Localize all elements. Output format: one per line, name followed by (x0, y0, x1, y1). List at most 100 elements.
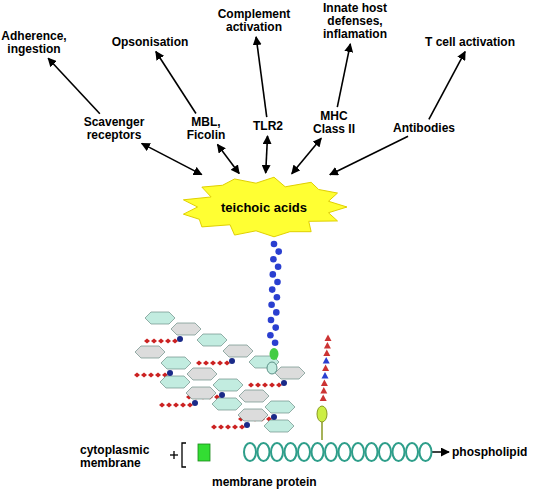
teichoic-unit (269, 286, 276, 293)
teichoic-unit (322, 365, 329, 372)
sugar-symbol (212, 398, 242, 410)
peptide-symbol (210, 361, 216, 366)
sugar-symbol (197, 334, 227, 346)
sugar-symbol (145, 312, 175, 324)
teichoic-unit (274, 294, 281, 301)
sugar-symbol (275, 367, 305, 379)
text-node: Scavenger receptors (77, 116, 151, 142)
part-label: phospholipid (452, 446, 527, 459)
sugar-symbol (135, 346, 165, 358)
text-node: Opsonisation (112, 36, 189, 49)
peptide-symbol (180, 403, 186, 408)
peptide-symbol (203, 361, 209, 366)
node-text: MBL, Ficolin (179, 116, 233, 142)
text-node: Antibodies (393, 122, 455, 135)
anchor-unit (317, 406, 327, 422)
phospholipid-symbol (406, 443, 418, 461)
peptide-symbol (232, 425, 238, 430)
node-text: Complement activation (211, 8, 297, 34)
sugar-symbol (187, 368, 217, 380)
peptide-symbol (166, 403, 172, 408)
node-text: TLR2 (253, 120, 283, 133)
leader-arrow (432, 451, 449, 453)
teichoic-unit (271, 241, 278, 248)
linkage-unit (270, 348, 279, 360)
phospholipid-symbol (285, 443, 297, 461)
peptide-symbol (269, 383, 275, 388)
peptide-symbol (144, 339, 150, 344)
sugar-symbol (161, 357, 191, 369)
teichoic-unit (323, 350, 330, 357)
phospholipid-symbol (420, 443, 432, 461)
teichoic-unit (275, 264, 282, 271)
text-node: Adherence, ingestion (0, 30, 70, 56)
connector-arrow (156, 52, 196, 114)
node-text: MHC Class II (308, 110, 360, 136)
membrane-protein-symbol (198, 444, 210, 461)
sugar-symbol (160, 376, 190, 388)
text-node: MHC Class II (308, 110, 360, 136)
teichoic-unit (272, 340, 279, 347)
node-text: Antibodies (393, 122, 455, 135)
sugar-symbol (239, 390, 269, 402)
teichoic-unit (272, 324, 279, 331)
sugar-symbol (186, 387, 216, 399)
phospholipid-symbol (339, 443, 351, 461)
sugar-symbol (171, 323, 201, 335)
peptide-symbol (173, 403, 179, 408)
phospholipid-symbol (258, 443, 270, 461)
peptide-symbol (211, 425, 217, 430)
teichoic-unit (267, 332, 274, 339)
linker-symbol (219, 392, 225, 398)
linker-symbol (167, 370, 173, 376)
connector-arrow (256, 37, 267, 117)
peptide-symbol (218, 425, 224, 430)
phospholipid-symbol (244, 443, 256, 461)
teichoic-unit (268, 317, 275, 324)
teichoic-unit (325, 335, 332, 342)
connector-arrow (142, 143, 202, 174)
sugar-symbol (213, 379, 243, 391)
linker-symbol (271, 414, 277, 420)
teichoic-unit (322, 372, 329, 379)
connector-arrow (266, 136, 268, 173)
connector-arrow (330, 136, 408, 174)
teichoic-unit (275, 248, 282, 255)
peptide-symbol (148, 373, 154, 378)
plus-sign (173, 451, 174, 459)
teichoic-unit (273, 309, 280, 316)
teichoic-unit (323, 357, 330, 364)
text-node: TLR2 (253, 120, 283, 133)
peptide-symbol (158, 339, 164, 344)
connector-arrow (292, 138, 321, 173)
node-text: Adherence, ingestion (0, 30, 70, 56)
anchor-line (321, 422, 323, 440)
text-node: Innate host defenses, inflamation (314, 2, 396, 41)
sugar-symbol (238, 409, 268, 421)
peptide-symbol (155, 373, 161, 378)
peptide-symbol (262, 383, 268, 388)
phospholipid-symbol (366, 443, 378, 461)
node-text: Innate host defenses, inflamation (314, 2, 396, 41)
phospholipid-symbol (298, 443, 310, 461)
teichoic-unit (270, 271, 277, 278)
peptide-symbol (134, 373, 140, 378)
part-label: membrane protein (212, 476, 317, 489)
linker-symbol (192, 400, 198, 406)
phospholipid-symbol (271, 443, 283, 461)
bracket (182, 443, 186, 467)
teichoic-unit (268, 302, 275, 309)
phospholipid-symbol (352, 443, 364, 461)
cell-wall-illustration (134, 241, 432, 461)
connector-arrow (217, 144, 239, 173)
peptide-symbol (165, 339, 171, 344)
connector-arrow (337, 44, 350, 107)
teichoic-unit (324, 342, 331, 349)
text-node: Complement activation (211, 8, 297, 34)
part-label: cytoplasmic membrane (80, 444, 168, 470)
peptide-symbol (248, 383, 254, 388)
text-node: MBL, Ficolin (179, 116, 233, 142)
sugar-symbol (223, 345, 253, 357)
